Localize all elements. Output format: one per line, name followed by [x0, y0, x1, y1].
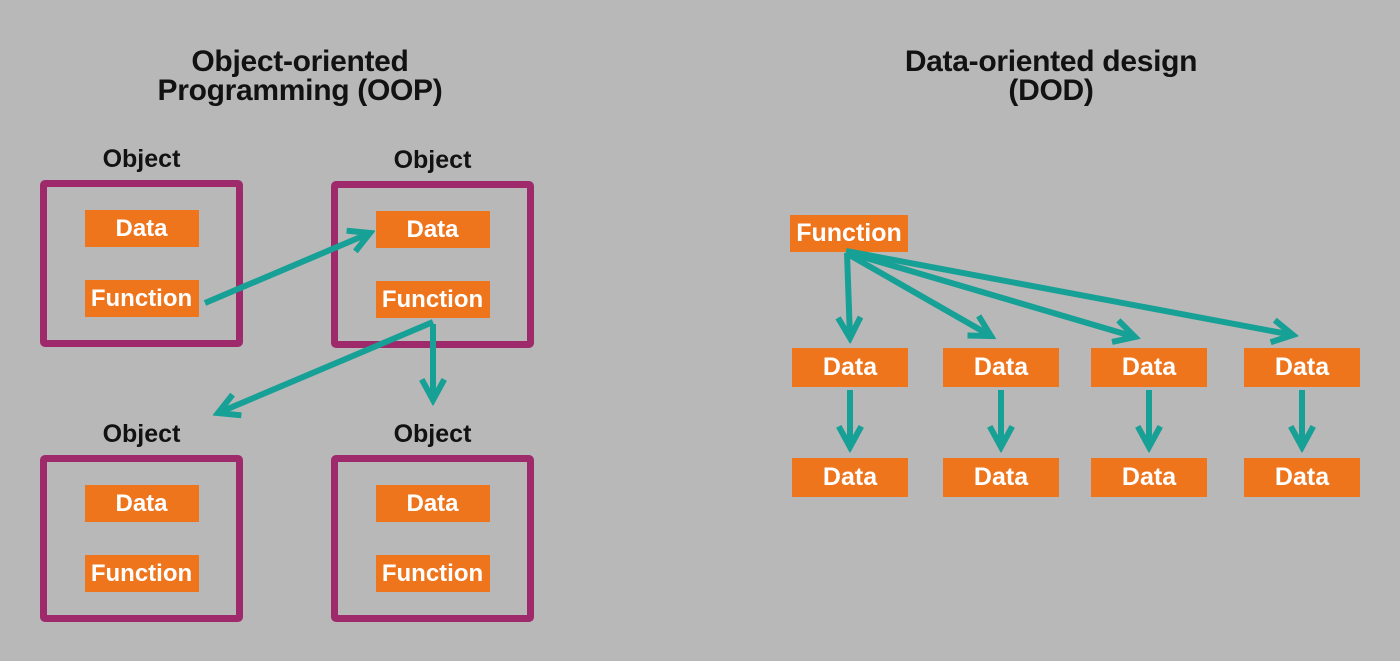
object-label: Object: [102, 420, 181, 448]
dod-title-line2: (DOD): [1008, 74, 1094, 107]
function-chip: Function: [375, 281, 490, 318]
data-chip: Data: [84, 210, 199, 247]
function-chip: Function: [84, 555, 199, 592]
object-box: Data Function: [331, 455, 534, 622]
oop-object-4: Object Data Function: [331, 420, 534, 622]
object-box: Data Function: [40, 455, 243, 622]
dod-data-chip-row1-col2: Data: [943, 348, 1059, 387]
oop-title-line1: Object-oriented: [191, 45, 409, 78]
arrow-dod-function-to-data1: [847, 252, 850, 338]
data-chip: Data: [375, 485, 490, 522]
dod-data-chip-row2-col2: Data: [943, 458, 1059, 497]
oop-title-line2: Programming (OOP): [157, 74, 443, 107]
arrow-dod-function-to-data2: [844, 250, 991, 336]
dod-data-chip-row2-col3: Data: [1091, 458, 1207, 497]
function-chip: Function: [84, 280, 199, 317]
data-chip: Data: [84, 485, 199, 522]
dod-data-chip-row2-col4: Data: [1244, 458, 1360, 497]
dod-data-chip-row1-col4: Data: [1244, 348, 1360, 387]
dod-data-chip-row2-col1: Data: [792, 458, 908, 497]
dod-title-line1: Data-oriented design: [904, 45, 1198, 78]
object-label: Object: [393, 420, 472, 448]
dod-function-chip: Function: [790, 215, 908, 252]
oop-object-3: Object Data Function: [40, 420, 243, 622]
oop-object-1: Object Data Function: [40, 145, 243, 347]
object-label: Object: [102, 145, 181, 173]
dod-data-chip-row1-col3: Data: [1091, 348, 1207, 387]
function-chip: Function: [375, 555, 490, 592]
dod-title: Data-oriented design (DOD): [851, 45, 1251, 107]
object-label: Object: [393, 146, 472, 174]
object-box: Data Function: [331, 181, 534, 348]
dod-data-chip-row1-col1: Data: [792, 348, 908, 387]
arrow-dod-function-to-data3: [845, 249, 1135, 337]
object-box: Data Function: [40, 180, 243, 347]
data-chip: Data: [375, 211, 490, 248]
arrow-dod-function-to-data4: [845, 248, 1293, 335]
oop-object-2: Object Data Function: [331, 146, 534, 348]
oop-title: Object-oriented Programming (OOP): [55, 45, 545, 107]
